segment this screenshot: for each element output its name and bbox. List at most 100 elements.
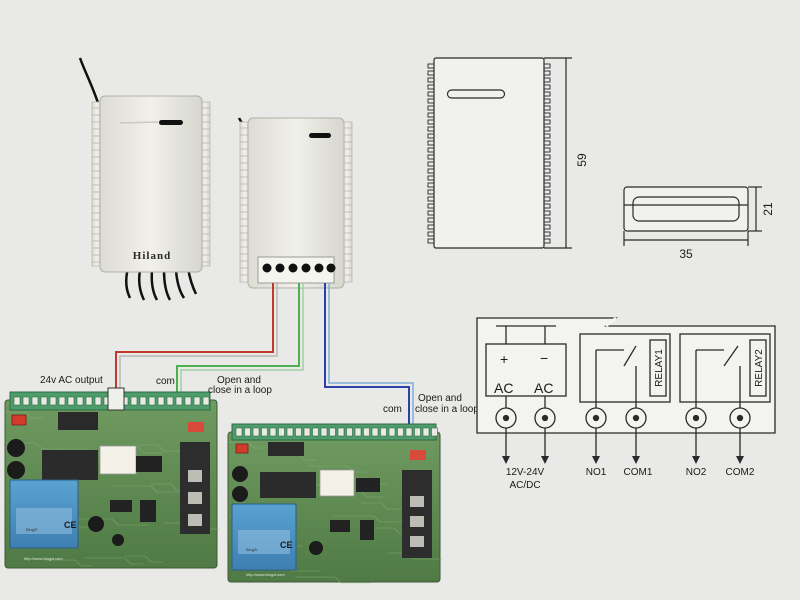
power-output-label: 24v AC output (40, 375, 103, 386)
outline-fin (543, 217, 551, 223)
pcb-trace (334, 515, 404, 523)
terminal-screw (278, 427, 285, 437)
power-box (485, 343, 567, 397)
outline-fin (427, 175, 435, 181)
terminal-screw (346, 427, 353, 437)
receiver-1: Hiland (78, 57, 211, 301)
ic-chip (140, 500, 156, 522)
terminal-screw (175, 396, 183, 406)
loop-label-left-2: close in a loop (208, 385, 272, 396)
mcu-chip (356, 478, 380, 492)
outline-fin (427, 231, 435, 237)
ce-mark: CE (280, 540, 293, 550)
relay (58, 412, 98, 430)
terminal-screw (193, 396, 201, 406)
relay1-contact (623, 345, 637, 367)
terminal-screw (261, 427, 268, 437)
outline-fin (427, 147, 435, 153)
outline-fin (543, 161, 551, 167)
antenna-wire (78, 57, 100, 104)
terminal-screw (303, 427, 311, 437)
ac-label-2: AC (534, 380, 553, 396)
relay2-label: RELAY2 (754, 349, 765, 387)
fuse (235, 443, 249, 454)
outline-fin (427, 140, 435, 146)
pcb-trace (45, 559, 93, 567)
terminal-screw (295, 427, 302, 437)
outline-fin (543, 63, 551, 69)
terminal-screw (380, 427, 387, 437)
terminal-screw (252, 427, 260, 437)
terminal-hole (262, 263, 272, 273)
push-button (188, 514, 202, 526)
terminal-screw (405, 427, 413, 437)
outline-fin (427, 238, 435, 244)
green-wire-pair (180, 283, 304, 398)
outline-fin (543, 182, 551, 188)
receiver-1-case (99, 95, 203, 273)
terminal-screw (422, 427, 430, 437)
terminal-screw (397, 427, 404, 437)
outline-led-slot (446, 89, 506, 99)
capacitor (7, 461, 25, 479)
height-dimension-label: 59 (575, 153, 589, 167)
capacitor (7, 439, 25, 457)
terminal-screw (371, 427, 379, 437)
outline-fin (543, 224, 551, 230)
pcb-trace (295, 576, 371, 584)
terminal-screw (414, 427, 421, 437)
terminal-screw (49, 396, 57, 406)
terminal-screw (76, 396, 84, 406)
terminal-label-power-sub: AC/DC (509, 480, 540, 491)
terminal-screw (363, 427, 370, 437)
blue-wire (324, 283, 410, 432)
terminal-screw (269, 427, 277, 437)
terminal-circle-dot (502, 414, 510, 422)
terminal-screw (184, 396, 192, 406)
schematic-border-break (605, 316, 617, 328)
loop-label-left-1: Open and (217, 375, 261, 386)
terminal-screw (22, 396, 30, 406)
terminal-label-power: 12V-24V (506, 467, 545, 478)
dip-switch (410, 450, 426, 460)
outline-fin (543, 105, 551, 111)
red-wire-pair (119, 283, 278, 392)
terminal-hole (288, 263, 298, 273)
outline-fin (543, 210, 551, 216)
outline-fin (543, 133, 551, 139)
terminal-screw (85, 396, 93, 406)
receiver-2-terminals (262, 263, 336, 273)
arrowhead-icon (502, 456, 510, 464)
outline-fin (543, 126, 551, 132)
capacitor (232, 486, 248, 502)
terminal-label-com2: COM2 (726, 467, 755, 478)
outline-fin (427, 105, 435, 111)
receiver-2-led (309, 133, 331, 138)
outline-fin (427, 84, 435, 90)
terminal-hole (326, 263, 336, 273)
com-label-right: com (383, 404, 402, 415)
arrowhead-icon (592, 456, 600, 464)
receiver-1-led-groove (119, 121, 159, 124)
receiver-2-fin-lines (240, 127, 352, 276)
outline-fin (427, 126, 435, 132)
push-button (188, 492, 202, 504)
url-text: http://www.bingzi.com (246, 572, 285, 577)
push-button (410, 496, 424, 507)
fuse (11, 414, 27, 426)
terminal-circle-dot (736, 414, 744, 422)
outline-fin (543, 91, 551, 97)
loop-label-right-2: close in a loop (415, 404, 479, 415)
terminal-circle-dot (632, 414, 640, 422)
terminal-circle-dot (692, 414, 700, 422)
relay (99, 445, 137, 475)
outline-fin (543, 98, 551, 104)
control-board-left: BingZi CE http://www.bingzi.com (4, 387, 220, 569)
outline-fin (427, 217, 435, 223)
outline-fin (427, 133, 435, 139)
pcb-trace (228, 441, 266, 449)
relay (42, 450, 98, 480)
terminal-screw (312, 427, 319, 437)
outline-fin (543, 70, 551, 76)
depth-dimension-label: 21 (761, 202, 775, 216)
